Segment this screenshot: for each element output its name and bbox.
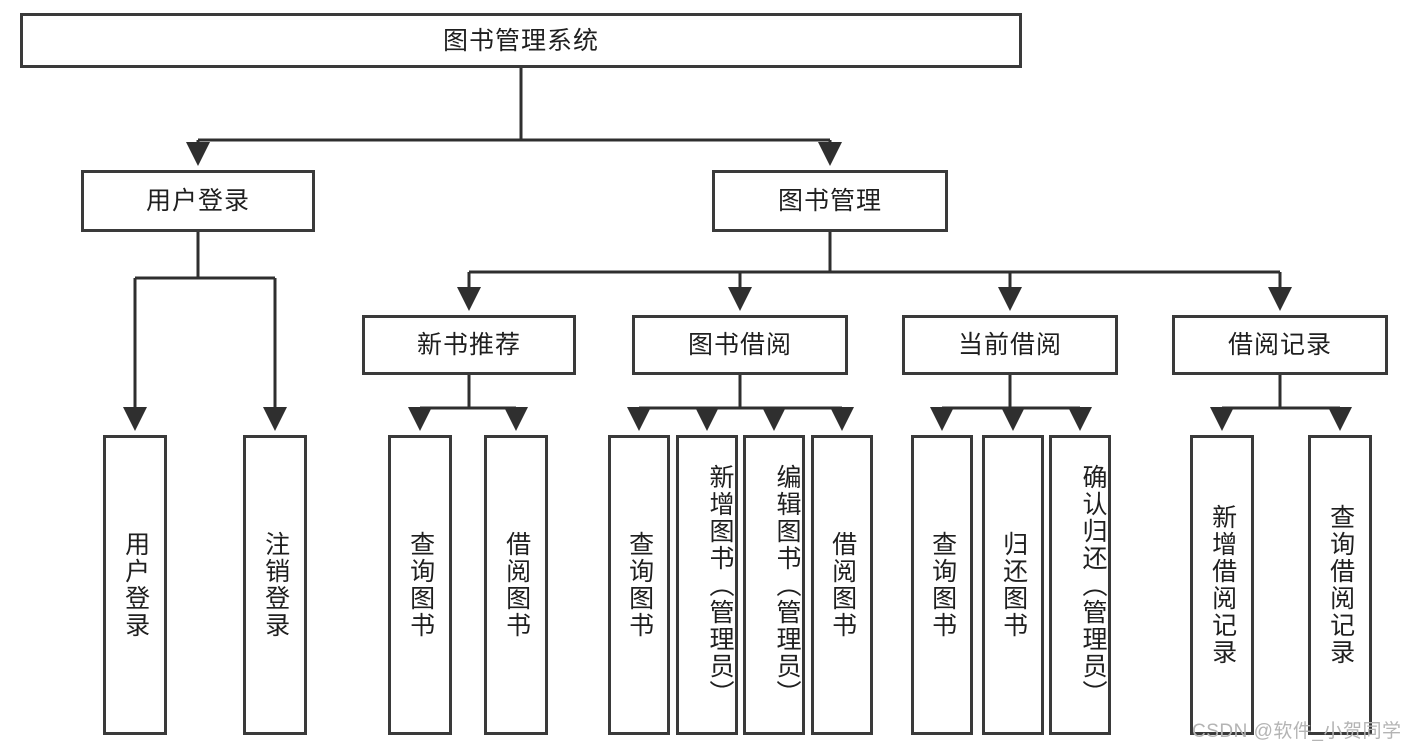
leaf-query-borrow-record[interactable]: 查询借阅记录 xyxy=(1308,435,1372,735)
node-book-management-label: 图书管理 xyxy=(777,187,882,215)
leaf-query-book-borrow[interactable]: 查询图书 xyxy=(608,435,670,735)
node-borrow-records[interactable]: 借阅记录 xyxy=(1172,315,1388,375)
leaf-confirm-return-admin[interactable]: 确认归还（管理员） xyxy=(1049,435,1111,735)
leaf-label: 注销登录 xyxy=(261,531,290,639)
leaf-label: 借阅图书 xyxy=(828,531,857,639)
leaf-label: 查询图书 xyxy=(928,531,957,639)
leaf-add-borrow-record[interactable]: 新增借阅记录 xyxy=(1190,435,1254,735)
leaf-add-book-admin[interactable]: 新增图书（管理员） xyxy=(676,435,738,735)
leaf-label: 查询图书 xyxy=(625,531,654,639)
leaf-label: 借阅图书 xyxy=(502,531,531,639)
leaf-label: 新增借阅记录 xyxy=(1208,504,1237,666)
node-new-book-recommend[interactable]: 新书推荐 xyxy=(362,315,576,375)
node-new-book-recommend-label: 新书推荐 xyxy=(416,331,521,359)
leaf-query-book-current[interactable]: 查询图书 xyxy=(911,435,973,735)
node-user-login-label: 用户登录 xyxy=(145,187,250,215)
node-root-label: 图书管理系统 xyxy=(442,26,599,55)
leaf-label: 查询借阅记录 xyxy=(1326,504,1355,666)
leaf-label: 归还图书 xyxy=(999,531,1028,639)
leaf-label: 新增图书（管理员） xyxy=(706,463,734,707)
leaf-logout[interactable]: 注销登录 xyxy=(243,435,307,735)
node-user-login[interactable]: 用户登录 xyxy=(81,170,315,232)
node-current-borrow[interactable]: 当前借阅 xyxy=(902,315,1118,375)
leaf-edit-book-admin[interactable]: 编辑图书（管理员） xyxy=(743,435,805,735)
node-book-borrow[interactable]: 图书借阅 xyxy=(632,315,848,375)
leaf-label: 用户登录 xyxy=(121,531,150,639)
leaf-label: 查询图书 xyxy=(406,531,435,639)
leaf-return-book[interactable]: 归还图书 xyxy=(982,435,1044,735)
node-book-management[interactable]: 图书管理 xyxy=(712,170,948,232)
leaf-borrow-book-recommend[interactable]: 借阅图书 xyxy=(484,435,548,735)
leaf-user-login[interactable]: 用户登录 xyxy=(103,435,167,735)
leaf-query-book-recommend[interactable]: 查询图书 xyxy=(388,435,452,735)
node-book-borrow-label: 图书借阅 xyxy=(687,331,792,359)
node-current-borrow-label: 当前借阅 xyxy=(957,331,1062,359)
leaf-label: 确认归还（管理员） xyxy=(1079,463,1107,707)
node-borrow-records-label: 借阅记录 xyxy=(1227,331,1332,359)
leaf-label: 编辑图书（管理员） xyxy=(773,463,801,707)
leaf-borrow-book[interactable]: 借阅图书 xyxy=(811,435,873,735)
node-root-system[interactable]: 图书管理系统 xyxy=(20,13,1022,68)
csdn-watermark: CSDN @软件_小贺同学 xyxy=(1192,721,1402,742)
